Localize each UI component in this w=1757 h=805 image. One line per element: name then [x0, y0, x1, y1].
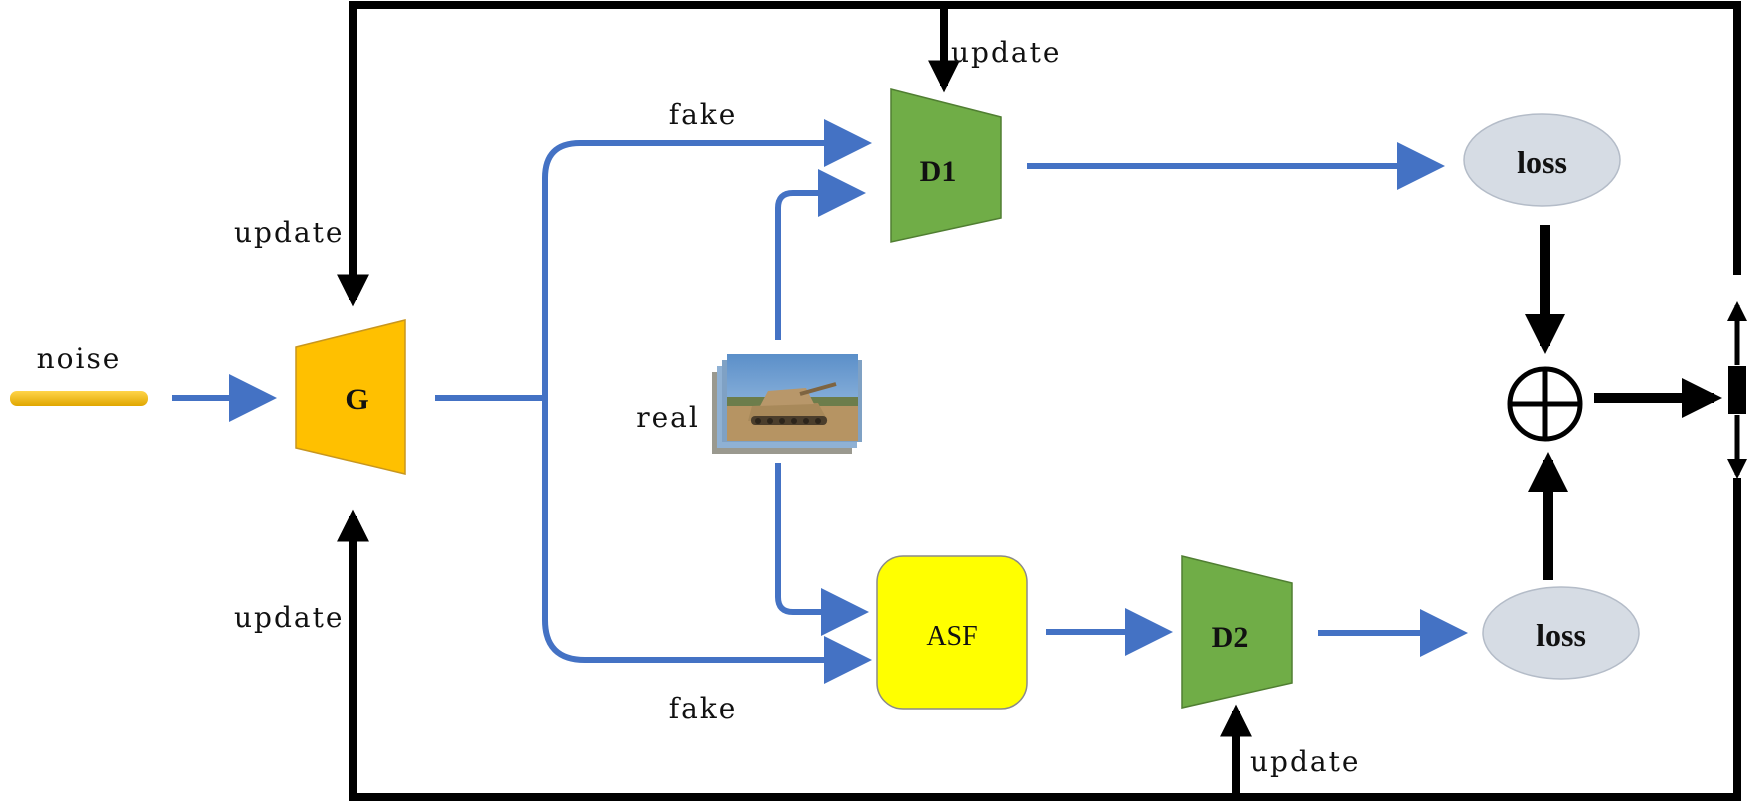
fake-bottom-label: fake: [669, 692, 738, 725]
data-flow-arrows: [172, 119, 1468, 684]
circled-plus-icon: [1507, 366, 1583, 442]
fake-top-label: fake: [669, 98, 738, 131]
update-g-top-label: update: [234, 216, 344, 249]
generator-label: G: [345, 383, 368, 416]
noise-bar: [10, 391, 148, 406]
real-label: real: [636, 401, 700, 434]
loss-top-label: loss: [1517, 144, 1567, 180]
asf-label: ASF: [926, 621, 977, 652]
generator-block: [295, 319, 406, 475]
loss-sum-arrows: [1525, 225, 1722, 580]
update-d2-label: update: [1250, 745, 1360, 778]
update-d1-label: update: [951, 36, 1061, 69]
right-split-arrows: [1727, 301, 1747, 479]
noise-label: noise: [37, 342, 122, 375]
tank-photo-stack-icon: [712, 354, 862, 454]
junction-block: [1728, 366, 1746, 414]
discriminator1-label: D1: [920, 155, 957, 188]
update-g-bottom-label: update: [234, 601, 344, 634]
discriminator2-label: D2: [1212, 621, 1249, 654]
feedback-loop: [337, 1, 1741, 801]
loss-bottom-ellipse: [1482, 586, 1640, 680]
asf-block: [876, 555, 1028, 710]
discriminator2-block: [1181, 555, 1293, 709]
discriminator1-block: [890, 88, 1002, 243]
loss-top-ellipse: [1463, 113, 1621, 207]
loss-bottom-label: loss: [1536, 617, 1586, 653]
